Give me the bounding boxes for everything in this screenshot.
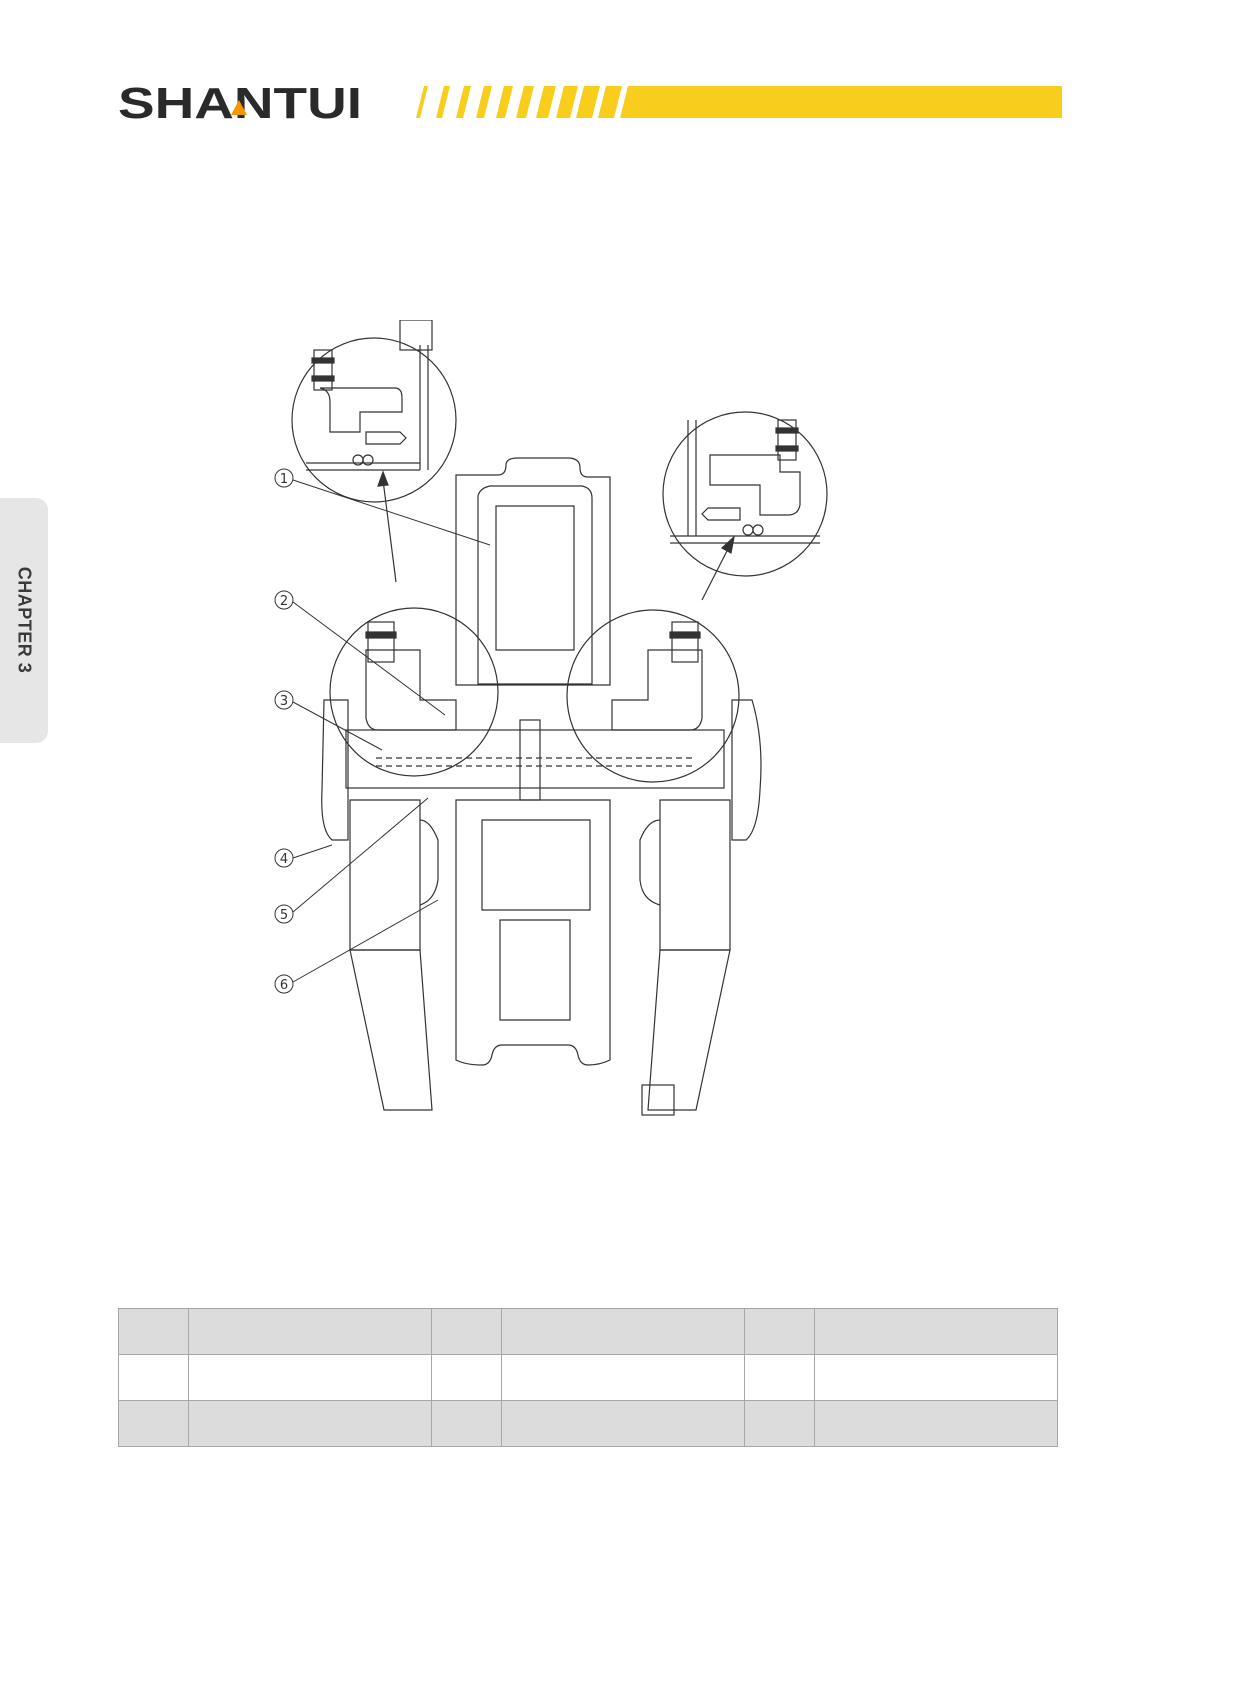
table-row — [118, 1308, 1058, 1355]
table-cell — [431, 1308, 502, 1355]
table-row — [118, 1400, 1058, 1447]
parts-table — [118, 1308, 1058, 1447]
table-cell — [501, 1354, 745, 1401]
table-cell — [814, 1400, 1058, 1447]
roller-upper-half — [455, 457, 611, 686]
table-cell — [744, 1400, 815, 1447]
table-cell — [814, 1354, 1058, 1401]
callout-6: 6 — [280, 978, 288, 993]
table-cell — [744, 1308, 815, 1355]
shantui-logo: SHANTUI — [118, 82, 362, 122]
table-cell — [501, 1400, 745, 1447]
callout-1: 1 — [280, 472, 288, 487]
callouts — [274, 468, 491, 994]
chapter-tab-label: CHAPTER 3 — [14, 566, 35, 674]
side-frames — [321, 320, 762, 1116]
table-cell — [188, 1354, 432, 1401]
track-roller-cross-section-drawing: 1 2 3 4 5 6 — [274, 320, 828, 1116]
table-cell — [188, 1308, 432, 1355]
roller-shaft — [345, 719, 725, 801]
table-cell — [501, 1308, 745, 1355]
chapter-tab: CHAPTER 3 — [0, 498, 48, 743]
table-cell — [431, 1400, 502, 1447]
callout-2: 2 — [280, 594, 288, 609]
yellow-stripe-band — [416, 86, 1062, 118]
table-cell — [744, 1354, 815, 1401]
table-cell — [814, 1308, 1058, 1355]
table-cell — [118, 1400, 189, 1447]
table-row — [118, 1354, 1058, 1401]
callout-5: 5 — [280, 908, 288, 923]
detail-view-right — [662, 411, 828, 577]
callout-3: 3 — [280, 694, 288, 709]
callout-4: 4 — [280, 852, 288, 867]
detail-view-left — [291, 337, 457, 503]
table-cell — [118, 1308, 189, 1355]
table-cell — [431, 1354, 502, 1401]
table-cell — [118, 1354, 189, 1401]
roller-lower-half — [419, 799, 661, 1066]
table-cell — [188, 1400, 432, 1447]
page-header: SHANTUI — [118, 82, 1062, 122]
